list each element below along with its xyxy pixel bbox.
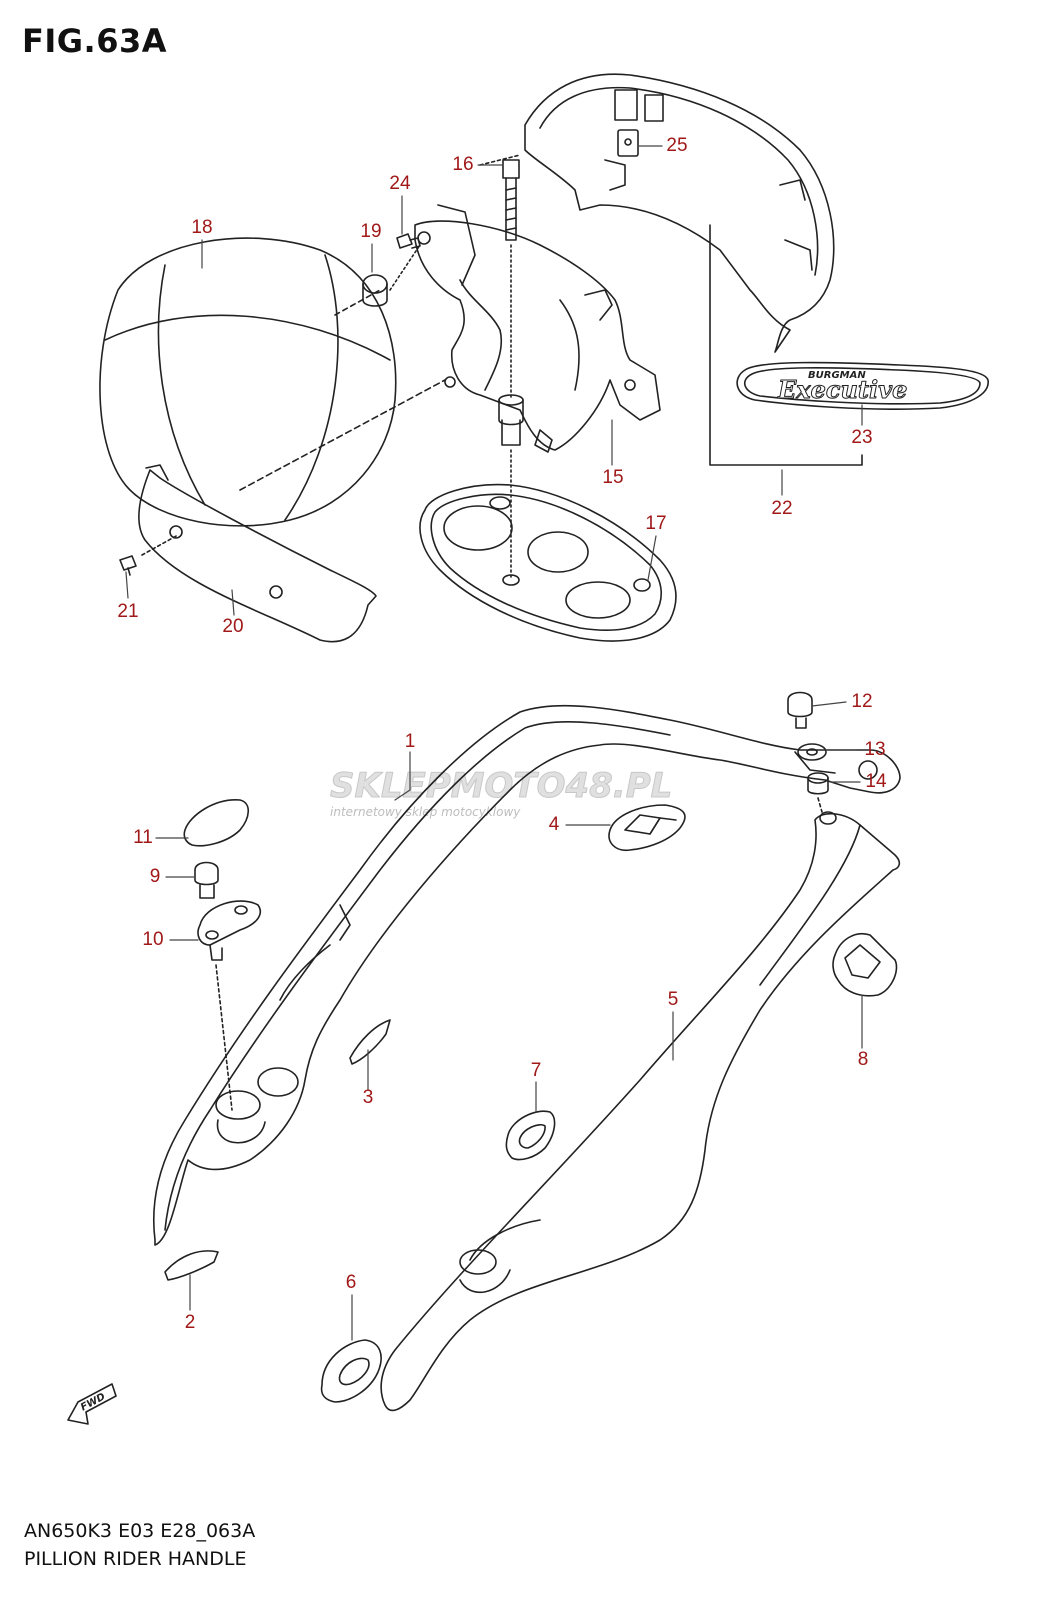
callout-13: 13	[864, 739, 886, 760]
cap-2	[164, 1250, 219, 1281]
callout-18: 18	[191, 217, 213, 238]
bolt-12	[787, 691, 813, 729]
callout-5: 5	[667, 989, 679, 1010]
cap-8	[832, 933, 898, 997]
cap-11	[183, 799, 250, 847]
watermark: SKLEPMOTO48.PL internetowy sklep motocyk…	[330, 766, 673, 820]
emblem: BURGMAN Executive	[736, 361, 989, 410]
figure-code: AN650K3 E03 E28_063A	[24, 1520, 256, 1542]
clip-nut-25	[617, 129, 639, 157]
callout-23: 23	[851, 427, 873, 448]
watermark-tagline: internetowy sklep motocyklowy	[330, 805, 521, 819]
callout-11: 11	[133, 827, 153, 848]
callout-7: 7	[530, 1060, 542, 1081]
watermark-brand: SKLEPMOTO48.PL	[330, 766, 672, 806]
callout-3: 3	[362, 1087, 374, 1108]
fwd-arrow-icon: FWD	[67, 1383, 117, 1425]
bolt-9	[194, 861, 219, 899]
callout-15: 15	[602, 467, 624, 488]
cap-6	[320, 1339, 382, 1403]
callout-25: 25	[666, 135, 688, 156]
leader-lines	[125, 145, 863, 1341]
callout-10: 10	[142, 929, 164, 950]
callout-4: 4	[548, 814, 560, 835]
bolt-16	[498, 159, 524, 581]
callout-2: 2	[184, 1312, 196, 1333]
cap-7	[505, 1110, 556, 1161]
callout-22: 22	[771, 498, 793, 519]
collar-plate-10	[197, 900, 262, 1111]
backrest-bracket	[414, 204, 661, 453]
screw-24	[396, 233, 421, 249]
emblem-line2: Executive	[777, 375, 907, 404]
callout-6: 6	[345, 1272, 357, 1293]
washer-13	[797, 743, 827, 761]
callout-19: 19	[360, 221, 382, 242]
figure-name: PILLION RIDER HANDLE	[24, 1548, 247, 1570]
callout-20: 20	[222, 616, 244, 637]
right-handle	[380, 811, 901, 1412]
emblem-line1: BURGMAN	[808, 370, 866, 381]
callout-24: 24	[389, 173, 411, 194]
callout-16: 16	[452, 154, 474, 175]
callout-14: 14	[865, 771, 887, 792]
callout-21: 21	[117, 601, 139, 622]
screw-21	[119, 555, 137, 576]
figure-title: FIG.63A	[22, 22, 167, 60]
callout-8: 8	[857, 1049, 869, 1070]
rear-cover	[524, 73, 863, 466]
callout-9: 9	[149, 866, 161, 887]
callout-1: 1	[404, 731, 416, 752]
callout-17: 17	[645, 513, 667, 534]
callout-12: 12	[851, 691, 873, 712]
cap-4	[608, 804, 686, 852]
backrest-cover	[138, 464, 377, 643]
left-handle	[152, 704, 901, 1246]
backrest-cushion	[99, 237, 397, 527]
collar-14	[807, 772, 829, 813]
base-pad	[419, 483, 677, 642]
cap-3	[349, 1019, 391, 1065]
